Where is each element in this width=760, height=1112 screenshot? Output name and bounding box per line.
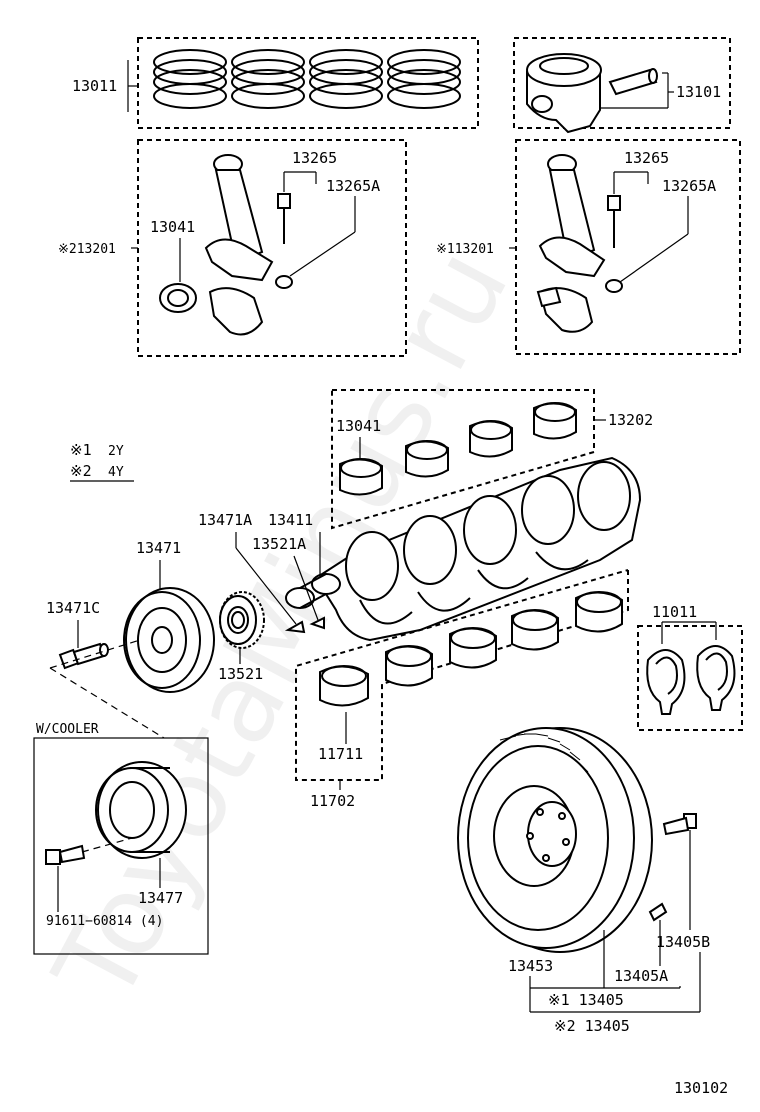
piston-rings-group: 13011 xyxy=(72,37,479,129)
rod-nut-icon xyxy=(275,275,293,289)
upper-bearings-box xyxy=(331,389,595,530)
main-bearing-icon xyxy=(511,609,559,651)
timing-gear-icon xyxy=(219,591,265,649)
connecting-rod-right-box xyxy=(515,139,741,355)
piston-group: 13101 xyxy=(513,37,731,134)
lower-bearings-box xyxy=(295,569,629,781)
part-label-11011: 11011 xyxy=(652,603,697,621)
part-label-13041-left: 13041 xyxy=(150,218,195,236)
piston-icon xyxy=(526,53,602,134)
part-label-13265a-left: 13265A xyxy=(326,177,380,195)
legend-mark-1: ※1 xyxy=(70,441,92,459)
piston-ring-set xyxy=(153,49,227,109)
main-bearing-icon xyxy=(339,458,383,496)
piston-ring-set xyxy=(231,49,305,109)
flywheel-dowel-icon xyxy=(648,902,668,922)
connecting-rod-icon xyxy=(536,154,606,333)
cooler-pulley-bolt-icon xyxy=(45,844,86,865)
part-label-13201-right: ※113201 xyxy=(436,242,494,257)
part-label-91611: 91611−60814 (4) xyxy=(46,914,163,929)
part-label-13265-left: 13265 xyxy=(292,149,337,167)
part-label-13521a: 13521A xyxy=(252,535,306,553)
connecting-rod-right-group: 13265 13265A ※113201 xyxy=(436,139,741,355)
part-label-13471c: 13471C xyxy=(46,599,100,617)
woodruff-key-icon xyxy=(284,616,325,634)
piston-box xyxy=(513,37,731,129)
connecting-rod-left-group: 13265 13265A 13041 ※213201 xyxy=(58,139,407,357)
main-bearing-icon xyxy=(469,420,513,458)
part-label-13101: 13101 xyxy=(676,83,721,101)
with-cooler-title: W/COOLER xyxy=(36,722,99,737)
part-label-13521: 13521 xyxy=(218,665,263,683)
connecting-rod-left-box xyxy=(137,139,407,357)
piston-ring-set xyxy=(309,49,383,109)
part-label-11711: 11711 xyxy=(318,745,363,763)
legend-engine-1: 2Y xyxy=(108,444,124,459)
connecting-rod-icon xyxy=(159,154,274,336)
thrust-washer-icon xyxy=(696,645,736,711)
main-bearing-icon xyxy=(405,440,449,478)
piston-ring-set xyxy=(387,49,461,109)
part-label-13201-left: ※213201 xyxy=(58,242,116,257)
rod-nut-icon xyxy=(605,279,623,293)
rod-bolt-icon xyxy=(607,195,621,248)
part-label-13265-right: 13265 xyxy=(624,149,669,167)
part-label-13405-m2: ※2 13405 xyxy=(554,1017,630,1035)
legend-engine-2: 4Y xyxy=(108,465,124,480)
part-label-13453: 13453 xyxy=(508,957,553,975)
part-label-13405-m1: ※1 13405 xyxy=(548,991,624,1009)
part-label-11702: 11702 xyxy=(310,792,355,810)
watermark: ToyotaMinus.ru xyxy=(29,229,533,1024)
lower-main-bearings-group: 11711 11702 xyxy=(295,569,629,810)
part-label-13471: 13471 xyxy=(136,539,181,557)
diagram-number: 130102 xyxy=(674,1079,728,1097)
flywheel-bolt-icon xyxy=(662,813,697,836)
part-label-13265a-right: 13265A xyxy=(662,177,716,195)
with-cooler-group: W/COOLER 13477 91611−60814 (4) xyxy=(33,722,209,955)
legend-mark-2: ※2 xyxy=(70,462,92,480)
with-cooler-box xyxy=(33,737,209,955)
thrust-washers-group: 11011 xyxy=(637,603,743,731)
piston-pin-icon xyxy=(608,68,658,96)
part-label-13477: 13477 xyxy=(138,889,183,907)
crankshaft-pulley-icon xyxy=(123,587,215,693)
cooler-pulley-icon xyxy=(95,761,187,859)
pulley-bolt-icon xyxy=(58,642,109,670)
part-label-13411: 13411 xyxy=(268,511,313,529)
part-label-13011: 13011 xyxy=(72,77,117,95)
main-bearing-icon xyxy=(449,627,497,669)
main-bearing-icon xyxy=(319,665,369,707)
flywheel-icon xyxy=(457,727,653,953)
main-bearing-icon xyxy=(533,402,577,440)
thrust-washer-icon xyxy=(646,649,686,715)
crankshaft-icon xyxy=(284,456,642,642)
part-label-13202: 13202 xyxy=(608,411,653,429)
part-label-13471a: 13471A xyxy=(198,511,252,529)
main-bearing-icon xyxy=(575,591,623,633)
engine-legend: ※1 2Y ※2 4Y xyxy=(70,441,134,482)
rod-bolt-icon xyxy=(277,193,291,244)
upper-main-bearings-group: 13041 13202 xyxy=(331,389,653,530)
piston-rings-box xyxy=(137,37,479,129)
part-label-13405b: 13405B xyxy=(656,933,710,951)
main-bearing-icon xyxy=(385,645,433,687)
part-label-13041-bearing: 13041 xyxy=(336,417,381,435)
part-label-13405a: 13405A xyxy=(614,967,668,985)
thrust-washers-box xyxy=(637,625,743,731)
